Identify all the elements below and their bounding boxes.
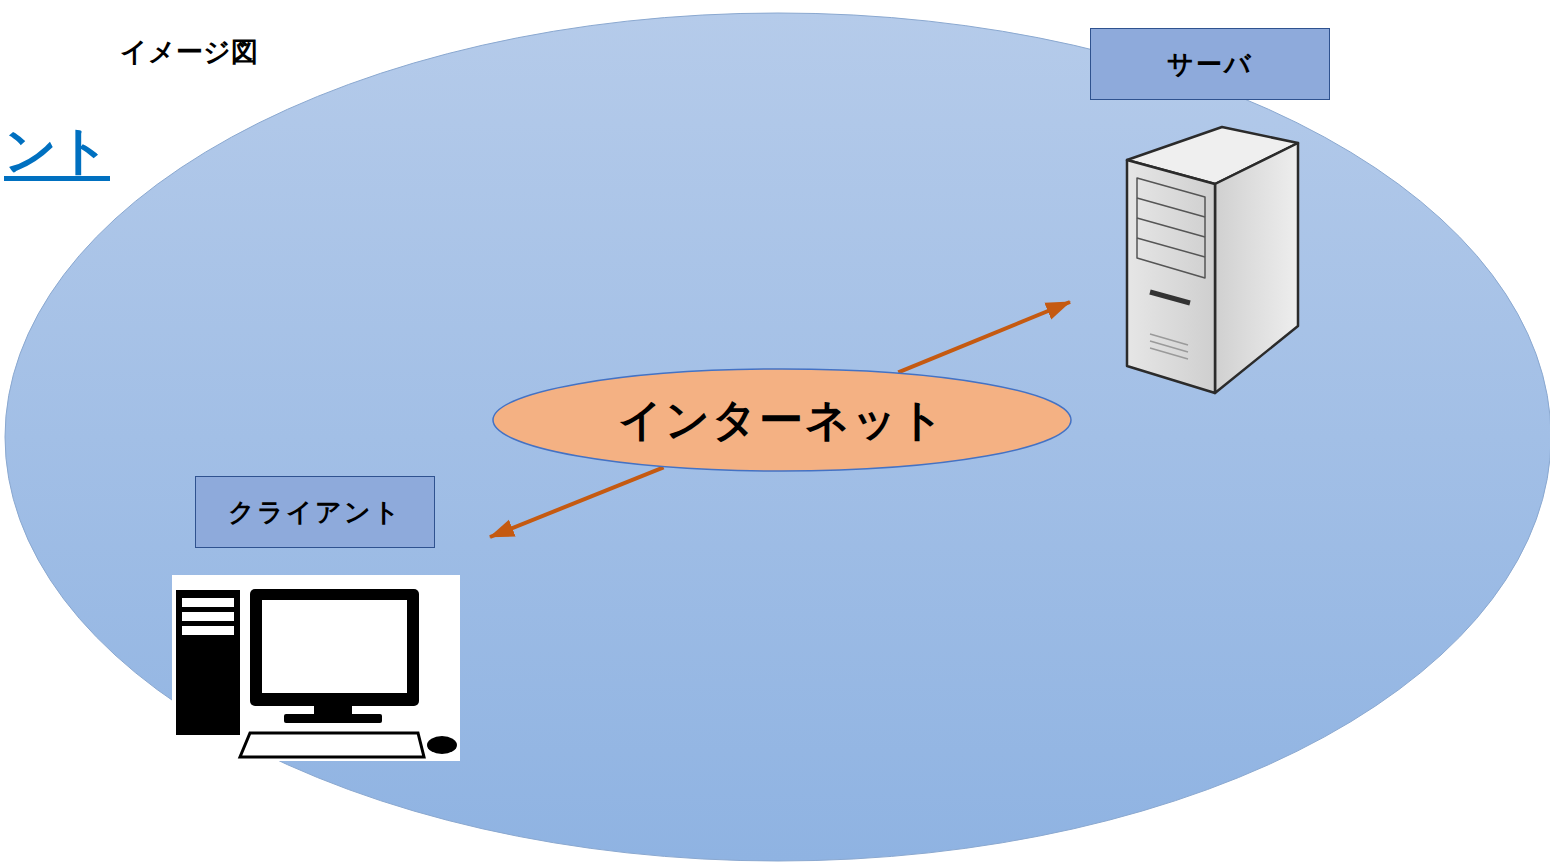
client-label-box: クライアント xyxy=(195,476,435,548)
server-icon xyxy=(1127,127,1298,393)
double-arrow-connector xyxy=(490,467,664,537)
ellipse-shape xyxy=(493,369,1071,471)
node-text: インターネット xyxy=(618,391,946,450)
figure-caption: イメージ図 xyxy=(120,34,258,70)
server-label-box: サーバ xyxy=(1090,28,1330,100)
internet-ellipse: インターネット xyxy=(492,368,1072,472)
node-text: サーバ xyxy=(1167,47,1253,82)
heading-fragment: ント xyxy=(4,116,110,186)
node-text: クライアント xyxy=(228,495,402,530)
client-pc-icon xyxy=(172,575,460,761)
scope-ellipse xyxy=(5,13,1550,861)
double-arrow-connector xyxy=(898,302,1070,372)
